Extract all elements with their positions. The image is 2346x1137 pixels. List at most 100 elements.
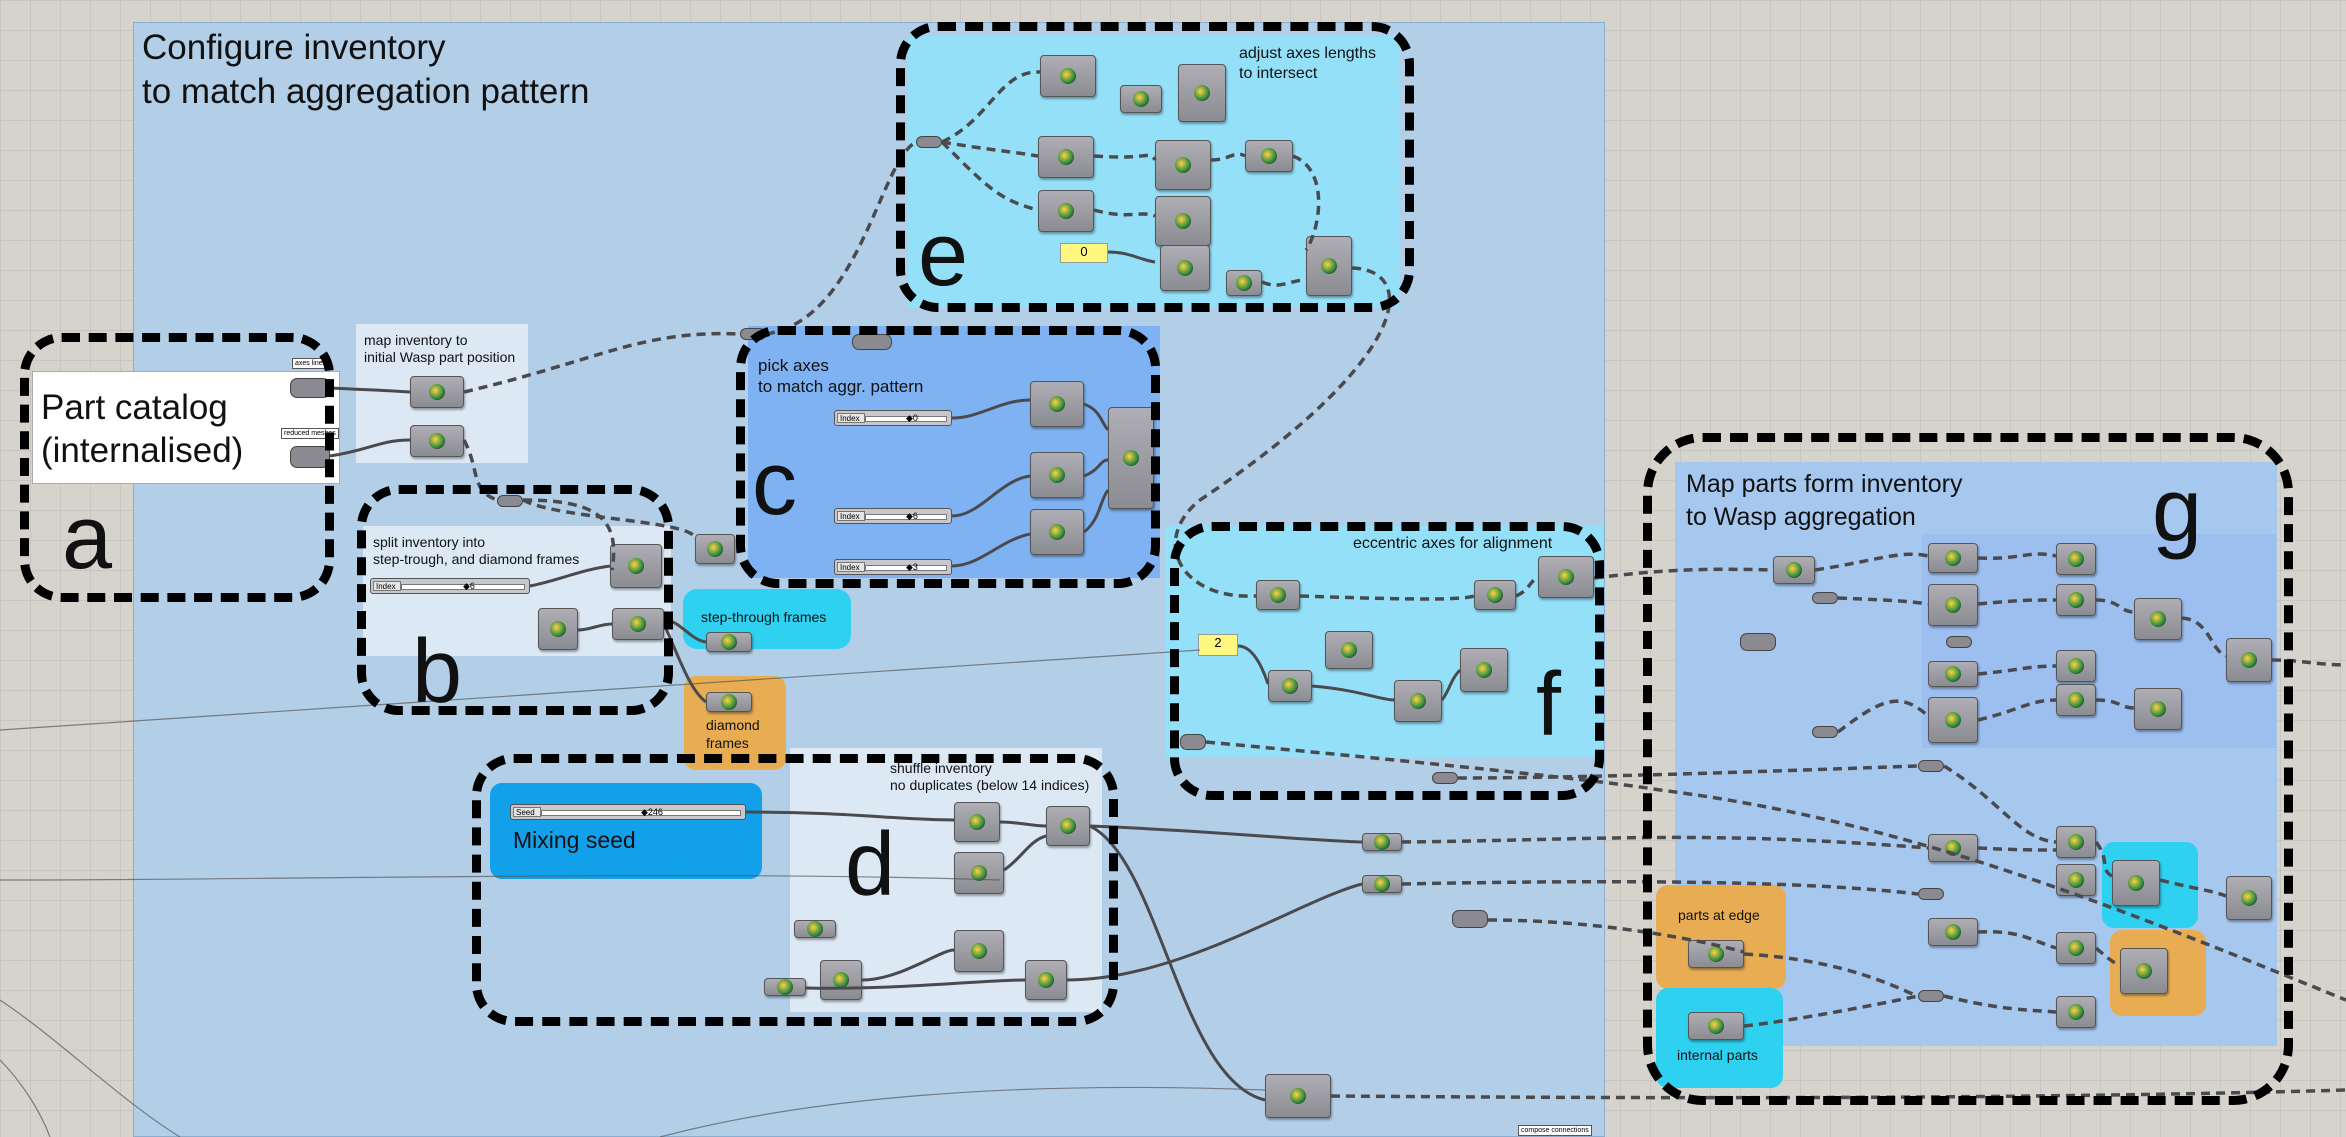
node-adjust-6[interactable] [1155,140,1211,190]
slider-split-index-value: ◆6 [463,581,475,591]
node-ecc-5[interactable] [1460,648,1508,692]
section-letter-f: f [1536,655,1562,755]
group-pick-axes[interactable]: pick axes to match aggr. pattern [748,326,1160,578]
node-adjust-3[interactable] [1178,64,1226,122]
node-ecc-1[interactable] [1256,580,1300,610]
node-adjust-2[interactable] [1120,85,1162,113]
relay-1[interactable] [916,136,942,148]
node-map-10[interactable] [2134,598,2182,640]
node-map-18[interactable] [2056,996,2096,1028]
node-step-through[interactable] [706,632,752,652]
node-relay-t-1[interactable] [1362,833,1402,851]
panel-eccentric-value[interactable]: 2 [1198,634,1238,656]
node-ecc-4[interactable] [1394,680,1442,722]
relay-13[interactable] [1918,990,1944,1002]
slider-seed[interactable]: Seed◆246 [510,804,746,820]
relay-9[interactable] [1812,592,1838,604]
node-map-20[interactable] [2120,948,2168,994]
node-pick-3[interactable] [1030,509,1084,555]
section-letter-g: g [2152,461,2203,561]
node-map-12[interactable] [2226,638,2272,682]
node-map-6[interactable] [2056,543,2096,575]
node-shuffle-1[interactable] [954,802,1000,842]
section-letter-e: e [918,205,969,305]
node-dispatch[interactable] [538,608,578,650]
relay-8[interactable] [1740,633,1776,651]
node-list-item-split[interactable] [612,608,664,640]
node-relay-t-2[interactable] [1362,875,1402,893]
node-orient-bottom[interactable] [410,425,464,457]
node-shuffle-2[interactable] [954,852,1004,894]
node-shuffle-8[interactable] [764,978,806,996]
node-adjust-1[interactable] [1040,55,1096,97]
slider-pick-index-2[interactable]: Index◆6 [834,508,952,524]
slider-pick-index-3[interactable]: Index◆3 [834,559,952,575]
node-diamond[interactable] [706,692,752,712]
node-adjust-4[interactable] [1038,136,1094,178]
slider-split-index[interactable]: Index◆6 [370,578,530,594]
group-parts-at-edge[interactable]: parts at edge [1656,885,1786,989]
relay-7[interactable] [1452,910,1488,928]
slider-pick-index-1[interactable]: Index◆0 [834,410,952,426]
node-adjust-10[interactable] [1226,270,1262,296]
node-adjust-11[interactable] [1306,236,1352,296]
adjust-axes-title: adjust axes lengths to intersect [1239,45,1376,82]
node-map-11[interactable] [2134,688,2182,730]
relay-11[interactable] [1918,760,1944,772]
frame-g [1643,433,2293,1105]
node-internal[interactable] [1688,1012,1744,1040]
pick-axes-title: pick axes to match aggr. pattern [758,356,924,396]
node-orient-top[interactable] [410,376,464,408]
node-map-7[interactable] [2056,584,2096,616]
node-map-19[interactable] [2112,860,2160,906]
node-shuffle-4[interactable] [954,930,1004,972]
node-map-4[interactable] [1928,661,1978,687]
node-map-1[interactable] [1773,556,1815,584]
node-ecc-6[interactable] [1474,580,1516,610]
node-edge[interactable] [1688,940,1744,968]
node-merge-right[interactable] [695,534,735,564]
node-map-8[interactable] [2056,650,2096,682]
node-compose[interactable] [1265,1074,1331,1118]
node-shuffle-3[interactable] [1046,806,1090,846]
node-shuffle-7[interactable] [794,920,836,938]
node-pick-2[interactable] [1030,452,1084,498]
group-part-catalog[interactable]: Part catalog (internalised) [32,371,340,484]
node-map-14[interactable] [1928,918,1978,946]
diamond-title: diamond frames [706,717,760,751]
node-map-3[interactable] [1928,584,1978,626]
relay-14[interactable] [1946,636,1972,648]
node-map-15[interactable] [2056,826,2096,858]
node-map-17[interactable] [2056,932,2096,964]
node-pick-merge[interactable] [1108,407,1154,509]
node-ecc-2[interactable] [1268,670,1312,702]
node-shuffle-6[interactable] [820,960,862,1000]
group-eccentric-axes[interactable]: eccentric axes for alignment [1165,526,1603,758]
frame-b [357,485,673,715]
split-inventory-title: split inventory into step-trough, and di… [373,534,580,567]
node-split-list[interactable] [610,544,662,588]
frame-d [472,754,1118,1026]
slider-pick-index-1-value: ◆0 [906,413,918,423]
node-map-21[interactable] [2226,876,2272,920]
node-adjust-9[interactable] [1160,245,1210,291]
panel-adjust-value[interactable]: 0 [1060,243,1108,263]
relay-6[interactable] [1432,772,1458,784]
map-inventory-title: map inventory to initial Wasp part posit… [364,332,516,365]
node-adjust-8[interactable] [1245,140,1293,172]
relay-5[interactable] [1180,734,1206,750]
relay-12[interactable] [1918,888,1944,900]
node-shuffle-5[interactable] [1025,960,1067,1000]
section-letter-c: c [752,434,797,534]
node-adjust-5[interactable] [1038,190,1094,232]
node-map-5[interactable] [1928,697,1978,743]
node-map-9[interactable] [2056,684,2096,716]
relay-10[interactable] [1812,726,1838,738]
node-ecc-7[interactable] [1538,556,1594,598]
node-pick-1[interactable] [1030,381,1084,427]
group-step-through-frames[interactable]: step-through frames [683,589,851,649]
node-ecc-3[interactable] [1325,631,1373,669]
group-mixing-seed[interactable]: Mixing seed [490,783,762,879]
node-map-2[interactable] [1928,543,1978,573]
part-catalog-title: Part catalog (internalised) [41,388,244,470]
